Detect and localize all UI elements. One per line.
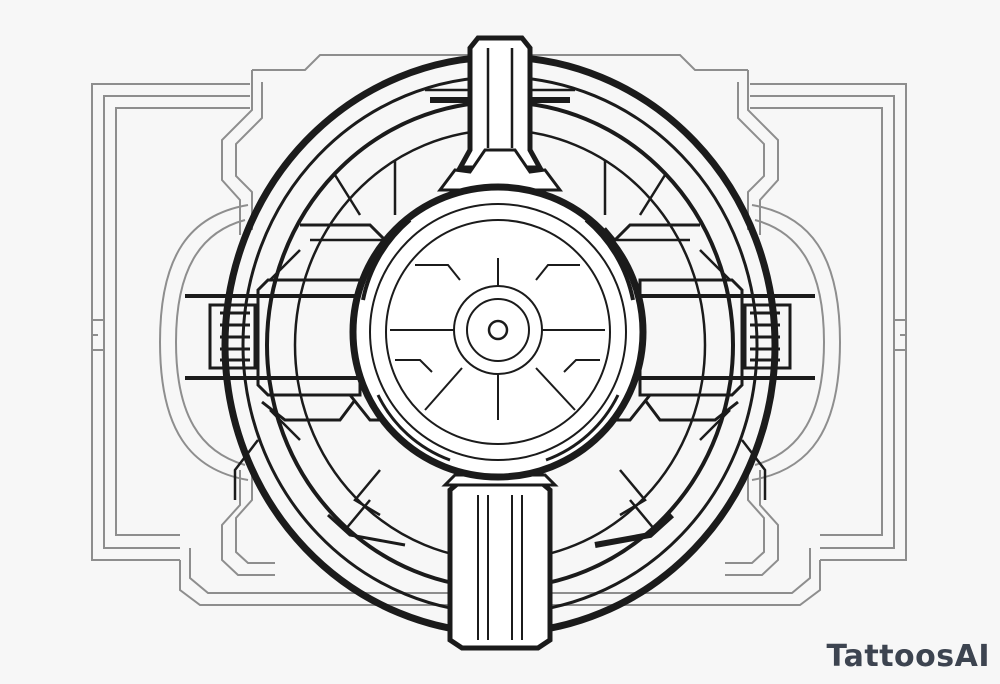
circuit-frame <box>91 54 907 606</box>
crosshair-reticle <box>390 258 605 420</box>
tattoosai-watermark: TattoosAI <box>826 639 990 674</box>
central-hub <box>349 183 647 481</box>
